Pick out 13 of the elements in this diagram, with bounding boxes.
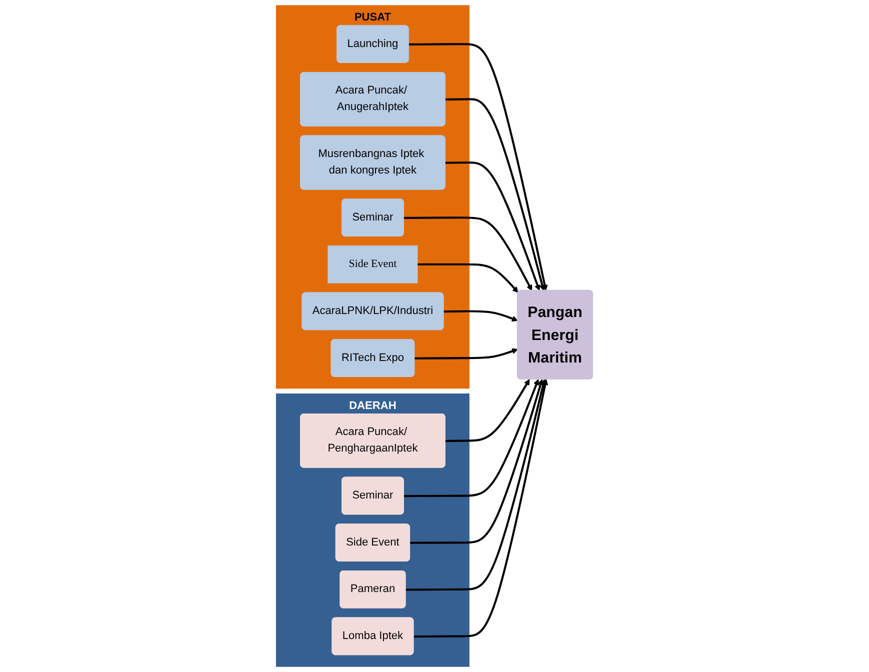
arrow — [444, 310, 518, 322]
arrow — [445, 379, 530, 442]
arrow — [406, 379, 546, 591]
arrow — [404, 216, 532, 291]
arrow — [408, 43, 548, 291]
arrow — [445, 98, 546, 291]
arrow — [414, 348, 518, 360]
arrow — [410, 379, 544, 544]
arrow — [445, 162, 540, 291]
arrow — [417, 263, 518, 293]
arrow — [414, 379, 548, 638]
arrow — [404, 379, 540, 498]
node-box: Side Event — [328, 245, 418, 284]
